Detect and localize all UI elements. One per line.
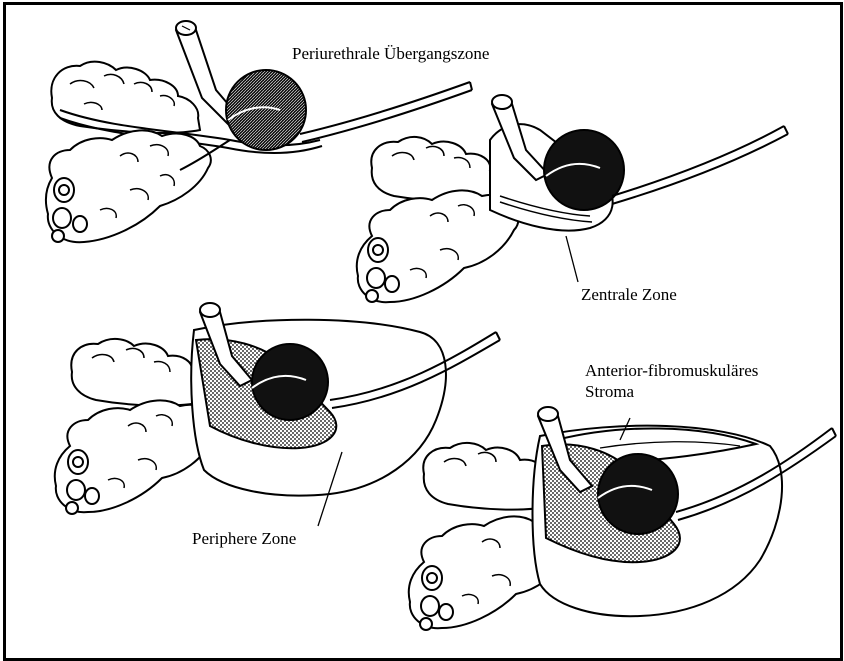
panel-anterior-stroma (409, 407, 836, 630)
label-anterior-fibromuscular-line1: Anterior-fibromuskuläres (585, 360, 758, 381)
panel-central-zone (357, 95, 788, 302)
transition-zone-sphere (226, 70, 306, 150)
label-periurethral-transition-zone: Periurethrale Übergangszone (292, 43, 489, 64)
label-peripheral-zone: Periphere Zone (192, 528, 296, 549)
central-zone-leader (566, 236, 578, 282)
label-anterior-fibromuscular-line2: Stroma (585, 381, 634, 402)
label-central-zone: Zentrale Zone (581, 284, 677, 305)
